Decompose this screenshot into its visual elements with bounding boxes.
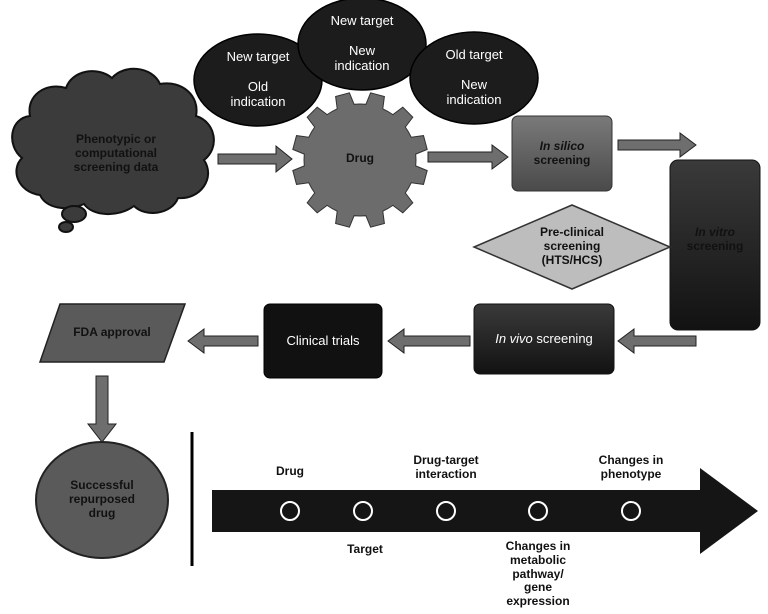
in-silico-box: [511, 115, 613, 192]
arrow-clinical-to-fda: [187, 328, 259, 354]
arrow-drug-to-insilico: [427, 144, 509, 170]
gear-shape: [292, 92, 428, 228]
in-silico-label: In silico screening: [512, 126, 612, 182]
in-vivo-italic: In vivo: [495, 330, 533, 346]
arrow-cloud-to-drug: [217, 144, 293, 174]
timeline-label-target: Target: [347, 542, 383, 557]
preclinical-label: Pre-clinical screening (HTS/HCS): [539, 225, 605, 267]
ellipse-right-shape: [409, 31, 539, 125]
timeline-arrow: [212, 468, 758, 554]
successful-label: Successful repurposed drug: [68, 478, 135, 520]
in-silico-italic: In silico: [539, 139, 585, 154]
preclinical-diamond: [472, 204, 672, 290]
in-vivo-box: [473, 303, 615, 375]
timeline-circle: [621, 501, 641, 521]
fda-approval-label: FDA approval: [73, 325, 151, 340]
timeline-circle: [353, 501, 373, 521]
ellipse-left-label: New target Old indication: [226, 49, 290, 109]
in-vivo-label: In vivo screening: [474, 322, 614, 356]
clinical-trials-box: [263, 303, 383, 379]
in-vitro-label: In vitro screening: [670, 210, 760, 270]
timeline-circle: [436, 501, 456, 521]
arrow-insilico-to-invitro: [617, 132, 697, 158]
in-vivo-rest: screening: [532, 330, 593, 346]
cloud-label: Phenotypic or computational screening da…: [73, 132, 159, 174]
timeline-label-metabolic: Changes in metabolic pathway/ gene expre…: [505, 539, 571, 609]
arrow-fda-to-successful: [86, 375, 118, 443]
in-vitro-rest: screening: [686, 239, 744, 253]
cloud-shape: [11, 67, 215, 233]
fda-parallelogram: [38, 303, 187, 363]
ellipse-right-label: Old target New indication: [445, 47, 503, 107]
timeline-circle: [528, 501, 548, 521]
ellipse-center-shape: [297, 0, 427, 91]
timeline-label-phenotype: Changes in phenotype: [598, 453, 664, 481]
timeline-circle: [280, 501, 300, 521]
in-vitro-italic: In vitro: [694, 225, 735, 240]
timeline-label-drug-target: Drug-target interaction: [413, 453, 479, 481]
timeline-label-drug: Drug: [276, 464, 304, 479]
arrow-invitro-to-invivo: [617, 328, 697, 354]
ellipse-center-label: New target New indication: [330, 13, 394, 73]
drug-label: Drug: [346, 151, 374, 166]
in-vitro-box: [669, 159, 761, 331]
in-silico-rest: screening: [533, 153, 591, 167]
arrow-invivo-to-clinical: [387, 328, 471, 354]
clinical-trials-label: Clinical trials: [286, 332, 360, 348]
